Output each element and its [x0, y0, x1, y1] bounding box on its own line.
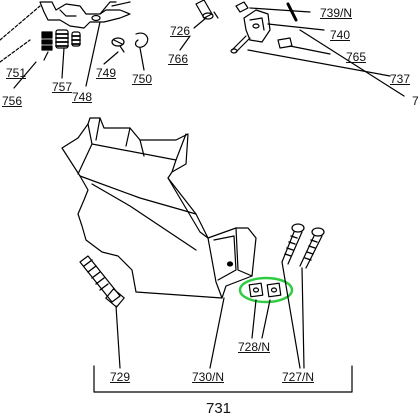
label-729: 729 [110, 370, 131, 384]
spring-757 [55, 29, 81, 49]
spring-751 [41, 31, 53, 51]
trigger-lever-part [39, 1, 131, 29]
stock-body-731 [61, 117, 257, 299]
nuts-728 [248, 282, 282, 298]
label-728: 728/N [238, 340, 271, 354]
label-730: 730/N [192, 370, 225, 384]
label-765: 765 [346, 50, 367, 64]
label-cut: 7 [412, 94, 419, 108]
label-757: 757 [52, 80, 73, 94]
highlight-ellipse [238, 276, 294, 304]
clip-750 [134, 32, 149, 48]
pin-739 [235, 1, 298, 22]
screw-749 [111, 37, 125, 53]
label-737: 737 [390, 72, 411, 86]
label-727: 727/N [282, 370, 315, 384]
upper-leader-lines [13, 7, 405, 97]
label-739: 739/N [320, 6, 353, 20]
safety-bracket-740 [243, 9, 271, 43]
label-766: 766 [168, 52, 189, 66]
label-748: 748 [72, 90, 93, 104]
top-left-leaders [0, 5, 41, 63]
label-756: 756 [2, 94, 23, 108]
pin-737 [230, 35, 251, 54]
screw-727-a [281, 223, 305, 265]
lower-leader-lines [93, 261, 353, 393]
pin-726 [195, 0, 219, 20]
label-749: 749 [96, 66, 117, 80]
label-731: 731 [206, 400, 232, 417]
screw-729 [79, 255, 125, 308]
label-740: 740 [330, 28, 351, 42]
label-726: 726 [170, 24, 191, 38]
screw-727-b [299, 227, 325, 269]
label-751: 751 [6, 66, 27, 80]
label-750: 750 [132, 72, 153, 86]
